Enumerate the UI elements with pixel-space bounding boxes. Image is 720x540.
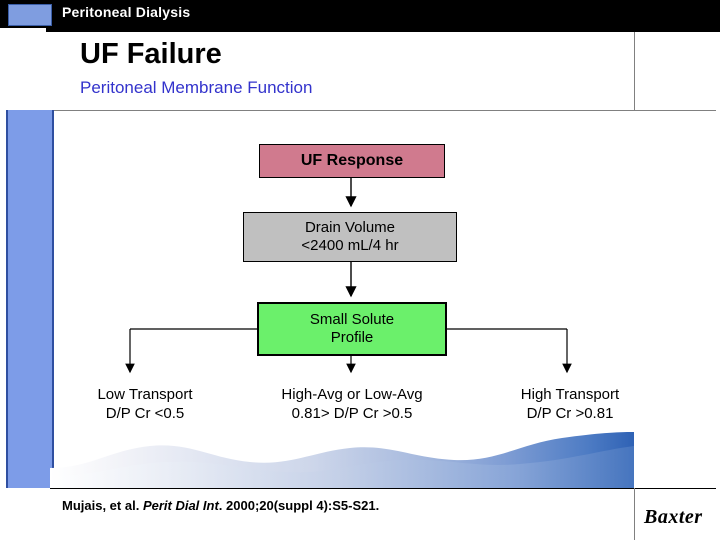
page-subtitle: Peritoneal Membrane Function <box>80 78 313 97</box>
flow-node-small-solute-line2: Profile <box>330 329 374 346</box>
flow-leaf-high-avg-low-avg: High-Avg or Low-Avg 0.81> D/P Cr >0.5 <box>252 386 452 424</box>
flow-leaf-high-transport-line1: High Transport <box>520 386 620 403</box>
flow-node-drain-volume-line2: <2400 mL/4 hr <box>301 237 399 254</box>
flow-node-drain-volume: Drain Volume <2400 mL/4 hr <box>243 212 457 262</box>
header-swatch-icon <box>8 4 52 26</box>
flow-leaf-low-transport: Low Transport D/P Cr <0.5 <box>60 386 230 424</box>
page-title: UF Failure <box>80 38 222 70</box>
header-bar <box>0 0 720 28</box>
citation-authors: Mujais, et al. <box>62 498 140 513</box>
divider-right-lower <box>634 488 635 540</box>
citation-journal: Perit Dial Int <box>142 498 219 513</box>
flow-leaf-high-transport: High Transport D/P Cr >0.81 <box>480 386 660 424</box>
flow-leaf-low-transport-line1: Low Transport <box>97 386 193 403</box>
wave-decoration <box>50 424 634 488</box>
flow-node-small-solute-profile: Small Solute Profile <box>257 302 447 356</box>
flow-leaf-low-transport-line2: D/P Cr <0.5 <box>105 404 185 422</box>
citation-details: . 2000;20(suppl 4):S5-S21. <box>218 498 380 513</box>
flow-leaf-high-transport-line2: D/P Cr >0.81 <box>526 404 614 422</box>
divider-bottom <box>50 488 716 489</box>
citation: Mujais, et al. Perit Dial Int. 2000;20(s… <box>62 498 379 513</box>
baxter-logo: Baxter <box>644 506 703 528</box>
divider-top <box>50 110 716 111</box>
header-accent <box>0 28 46 32</box>
left-accent-band <box>6 110 54 488</box>
flow-node-drain-volume-line1: Drain Volume <box>304 219 396 236</box>
header-title: Peritoneal Dialysis <box>62 4 191 20</box>
flow-leaf-high-avg-low-avg-line1: High-Avg or Low-Avg <box>281 386 423 403</box>
header-underline <box>0 28 720 32</box>
divider-right-upper <box>634 32 635 110</box>
flow-node-uf-response-label: UF Response <box>300 152 404 170</box>
flow-node-uf-response: UF Response <box>259 144 445 178</box>
flow-leaf-high-avg-low-avg-line2: 0.81> D/P Cr >0.5 <box>291 404 413 422</box>
flow-node-small-solute-line1: Small Solute <box>309 311 395 328</box>
